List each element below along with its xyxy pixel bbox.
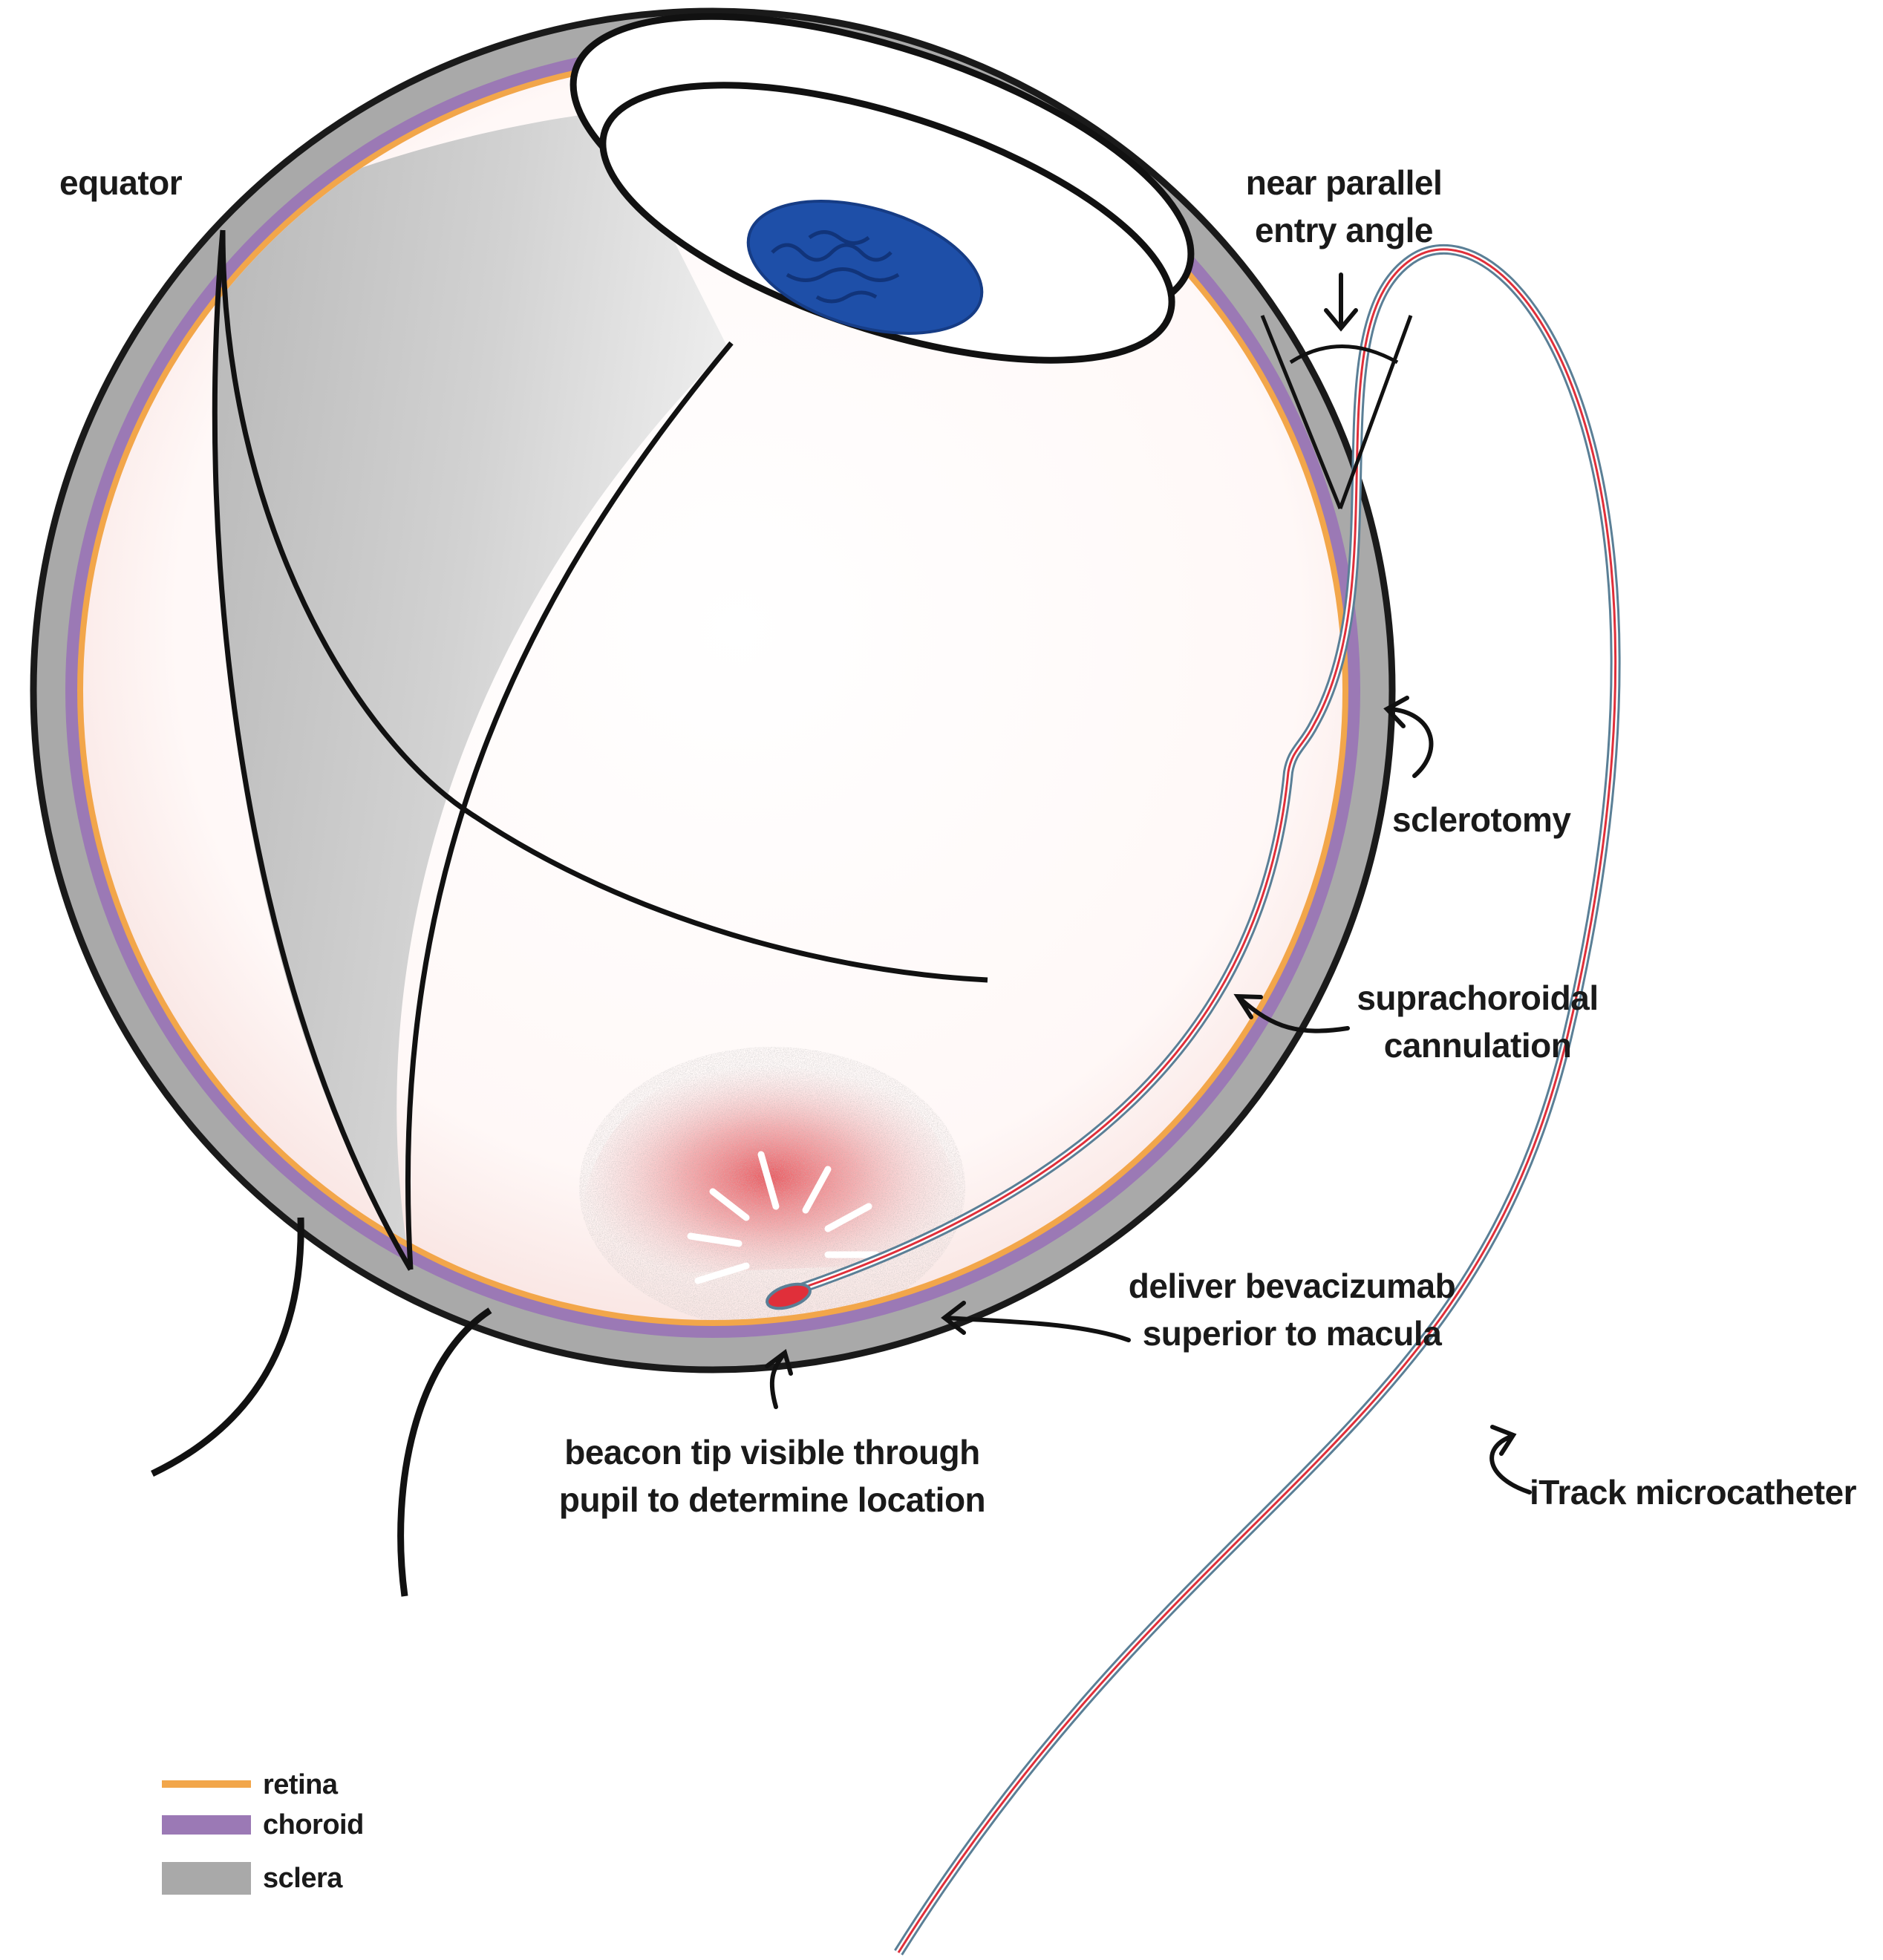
optic-nerve-left	[151, 1217, 304, 1477]
cannulation-arrow	[1233, 993, 1350, 1033]
label-deliver-line2: superior to macula	[1142, 1314, 1442, 1353]
entry-angle-arrow	[1324, 272, 1358, 332]
label-beacon: beacon tip visible through pupil to dete…	[542, 1428, 1002, 1523]
sclerotomy-arrow	[1383, 696, 1434, 778]
beacon-arrow	[765, 1348, 793, 1409]
pupil-texture	[771, 230, 900, 304]
beacon-rays	[687, 1151, 880, 1284]
equator-line	[220, 229, 988, 983]
legend-label-retina: retina	[263, 1769, 338, 1800]
entry-angle-indicator	[1260, 315, 1413, 509]
legend-swatch-choroid	[162, 1815, 251, 1835]
label-deliver: deliver bevacizumab superior to macula	[1114, 1262, 1470, 1357]
legend-swatch-retina	[162, 1780, 251, 1788]
label-entry-angle: near parallel entry angle	[1218, 159, 1470, 254]
cutaway-back-wall	[215, 111, 728, 1270]
label-cannulation-line1: suprachoroidal	[1357, 979, 1599, 1017]
label-entry-angle-line2: entry angle	[1255, 211, 1433, 249]
label-deliver-line1: deliver bevacizumab	[1128, 1267, 1456, 1305]
legend-label-sclera: sclera	[263, 1863, 342, 1894]
label-beacon-line2: pupil to determine location	[558, 1480, 986, 1519]
optic-nerve-right	[397, 1307, 492, 1597]
legend-label-choroid: choroid	[263, 1809, 364, 1840]
itrack-arrow	[1489, 1425, 1532, 1494]
label-entry-angle-line1: near parallel	[1245, 163, 1443, 202]
label-equator: equator	[59, 163, 183, 202]
label-beacon-line1: beacon tip visible through	[564, 1433, 980, 1471]
wall-edge-line	[212, 229, 414, 1271]
pupil	[746, 200, 984, 335]
catheter-tip	[766, 1282, 812, 1310]
label-itrack: iTrack microcatheter	[1530, 1473, 1857, 1512]
label-sclerotomy: sclerotomy	[1392, 800, 1571, 839]
deliver-arrow	[941, 1301, 1131, 1342]
meridian-line	[405, 341, 734, 1270]
label-cannulation-line2: cannulation	[1383, 1026, 1572, 1065]
annotation-arrows	[765, 272, 1532, 1494]
legend-swatch-sclera	[162, 1862, 251, 1895]
label-cannulation: suprachoroidal cannulation	[1344, 974, 1611, 1069]
itrack-microcatheter	[775, 244, 1621, 1956]
